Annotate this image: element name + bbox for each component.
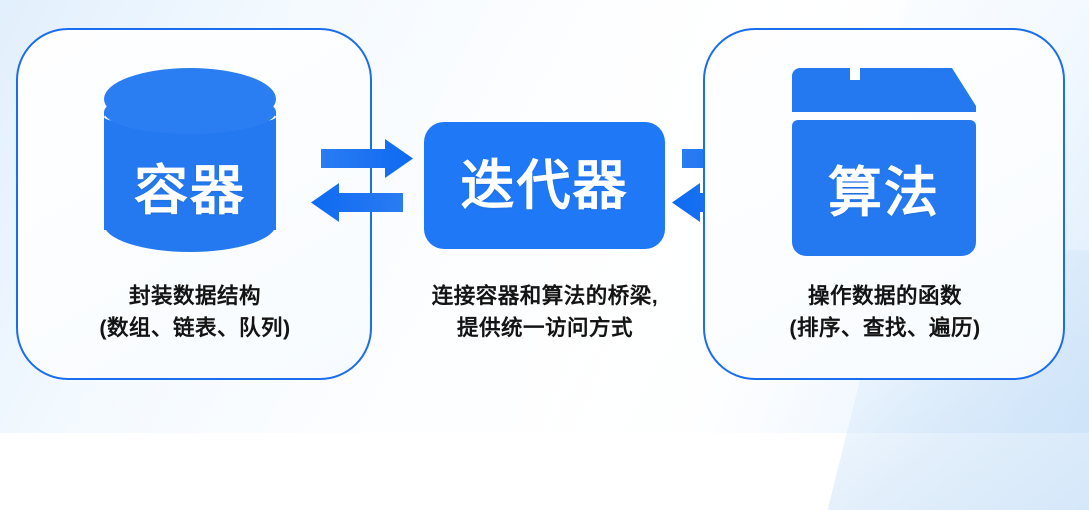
iterator-caption-line-2: 提供统一访问方式	[456, 316, 633, 340]
iterator-label: 迭代器	[460, 155, 629, 216]
database-cylinder-icon: 容器	[104, 68, 276, 252]
container-caption: 封装数据结构 (数组、链表、队列)	[30, 280, 360, 344]
container-caption-line-2: (数组、链表、队列)	[99, 316, 291, 340]
iterator-caption: 连接容器和算法的桥梁, 提供统一访问方式	[386, 280, 704, 344]
folder-body	[792, 120, 976, 256]
folder-icon: 算法	[792, 68, 976, 256]
connector-container-iterator	[307, 137, 417, 237]
iterator-node[interactable]: 迭代器	[424, 122, 665, 249]
arrow-right-icon	[321, 139, 413, 178]
cylinder-bottom	[104, 196, 276, 252]
container-label: 容器	[134, 161, 246, 221]
algorithm-caption-line-1: 操作数据的函数	[807, 284, 962, 308]
cylinder-top-ellipse	[104, 68, 276, 130]
folder-tab	[792, 68, 976, 112]
algorithm-label: 算法	[828, 163, 940, 223]
arrow-left-icon	[311, 183, 403, 222]
iterator-caption-line-1: 连接容器和算法的桥梁,	[431, 284, 659, 308]
container-caption-line-1: 封装数据结构	[128, 284, 261, 308]
algorithm-caption-line-2: (排序、查找、遍历)	[789, 316, 981, 340]
algorithm-caption: 操作数据的函数 (排序、查找、遍历)	[718, 280, 1052, 344]
